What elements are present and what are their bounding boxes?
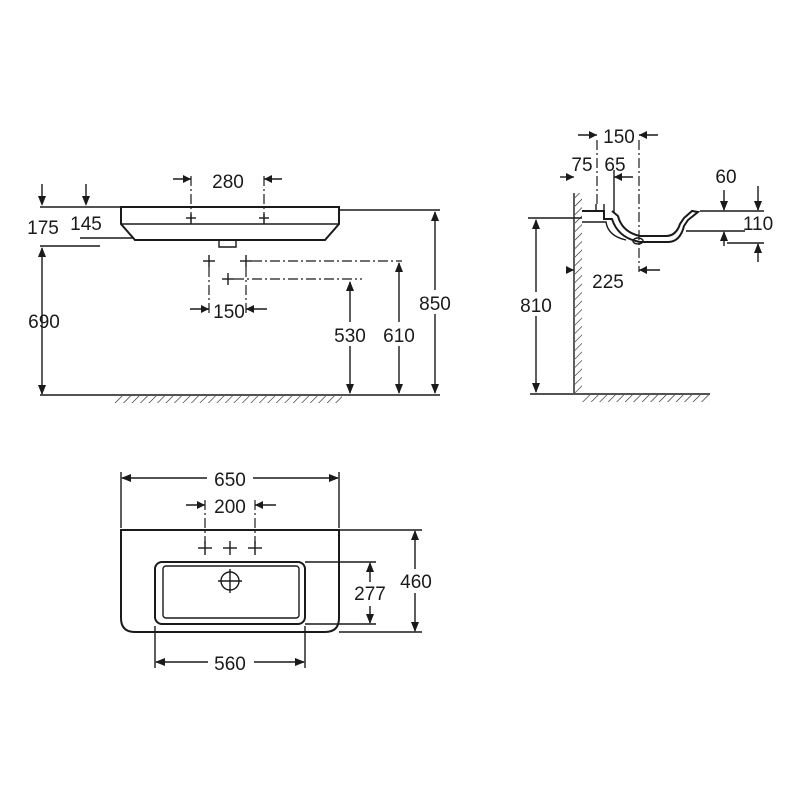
dim-200: 200	[214, 497, 246, 518]
connection-point-left	[203, 255, 215, 267]
waste-outlet-side	[632, 237, 644, 245]
waste-outlet	[218, 240, 237, 248]
dim-60: 60	[715, 167, 736, 188]
dim-810: 810	[520, 296, 552, 317]
dim-560: 560	[214, 654, 246, 675]
connection-point-right	[240, 255, 252, 267]
top-view: 650 200 460 277 560	[120, 467, 437, 675]
side-view: 150 75 65 60 110 810 225	[516, 127, 773, 402]
floor-hatch-front	[114, 396, 342, 403]
drain-icon	[218, 569, 242, 593]
dim-650: 650	[214, 470, 246, 491]
dim-225: 225	[592, 272, 624, 293]
dim-65: 65	[604, 155, 625, 176]
dim-850: 850	[419, 294, 451, 315]
basin-bowl-outer	[154, 561, 306, 625]
dim-150-front: 150	[213, 302, 245, 323]
dim-460: 460	[400, 572, 432, 593]
dim-280: 280	[212, 172, 244, 193]
dim-110: 110	[743, 214, 773, 235]
dim-610: 610	[383, 326, 415, 347]
basin-side-profile	[582, 209, 701, 243]
dim-150-side: 150	[603, 127, 635, 148]
dim-75: 75	[571, 155, 592, 176]
basin-top-outline	[120, 529, 340, 633]
dim-690: 690	[28, 312, 60, 333]
tap-hole-top-centre	[223, 541, 237, 555]
front-view: 280 175 145 690 150	[27, 172, 453, 403]
dim-175: 175	[27, 218, 59, 239]
wall-hatch	[575, 193, 582, 393]
dim-277: 277	[354, 584, 386, 605]
connection-point-centre	[222, 273, 234, 285]
dim-530: 530	[334, 326, 366, 347]
basin-bowl-inner	[162, 565, 300, 619]
floor-hatch-side	[582, 395, 710, 402]
dim-145: 145	[70, 214, 102, 235]
